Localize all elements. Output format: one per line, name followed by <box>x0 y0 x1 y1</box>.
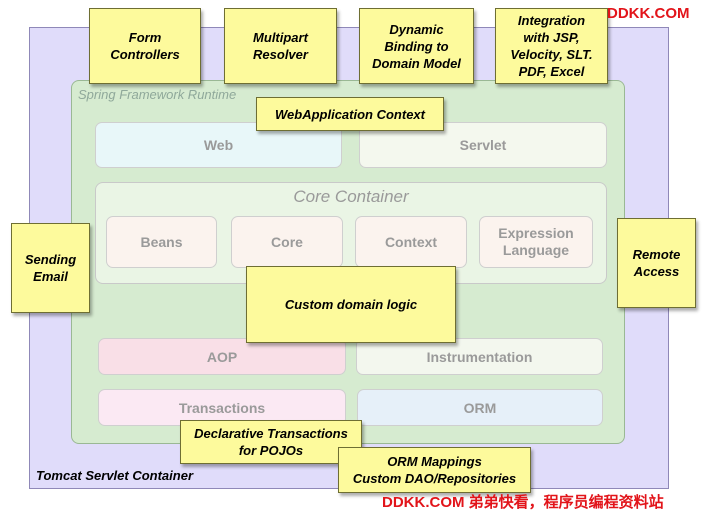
module-core: Core <box>231 216 343 268</box>
note-declarative-transactions: Declarative Transactions for POJOs <box>180 420 362 464</box>
watermark-top: DDKK.COM <box>607 5 690 22</box>
note-line: Resolver <box>253 47 308 62</box>
note-line: Custom DAO/Repositories <box>352 471 517 486</box>
expression-line-2: Language <box>502 242 570 258</box>
note-line: Controllers <box>110 47 180 62</box>
module-expression-language: Expression Language <box>479 216 593 268</box>
note-custom-domain-logic: Custom domain logic <box>246 266 456 343</box>
module-orm: ORM <box>357 389 603 426</box>
module-instrumentation: Instrumentation <box>356 338 603 375</box>
expression-line-1: Expression <box>498 225 574 241</box>
note-line: PDF, Excel <box>518 64 585 79</box>
note-line: Domain Model <box>372 55 461 71</box>
runtime-label: Spring Framework Runtime <box>78 87 237 102</box>
tomcat-label: Tomcat Servlet Container <box>36 468 194 483</box>
note-line: Multipart <box>253 30 308 45</box>
note-line: Integration <box>517 13 586 28</box>
note-line: Binding to <box>384 38 449 54</box>
note-line: Remote <box>632 247 681 262</box>
note-line: Sending <box>24 252 77 267</box>
note-line: Access <box>633 264 680 279</box>
module-aop: AOP <box>98 338 346 375</box>
note-line: for POJOs <box>238 443 304 458</box>
note-line: Email <box>33 269 68 284</box>
note-line: ORM Mappings <box>387 454 482 469</box>
watermark-bottom: DDKK.COM 弟弟快看，程序员编程资料站 <box>382 494 664 511</box>
module-beans: Beans <box>106 216 217 268</box>
module-web: Web <box>95 122 342 168</box>
core-container-title: Core Container <box>293 187 409 206</box>
note-webapplication-context: WebApplication Context <box>256 97 444 131</box>
note-integration: Integration with JSP, Velocity, SLT. PDF, E… <box>495 8 608 84</box>
note-line: Declarative Transactions <box>194 426 348 441</box>
note-line: Dynamic <box>389 21 444 37</box>
note-line: Form <box>128 30 162 45</box>
note-line: Velocity, SLT. <box>510 47 593 62</box>
module-context: Context <box>355 216 467 268</box>
note-line: with JSP, <box>523 30 580 45</box>
